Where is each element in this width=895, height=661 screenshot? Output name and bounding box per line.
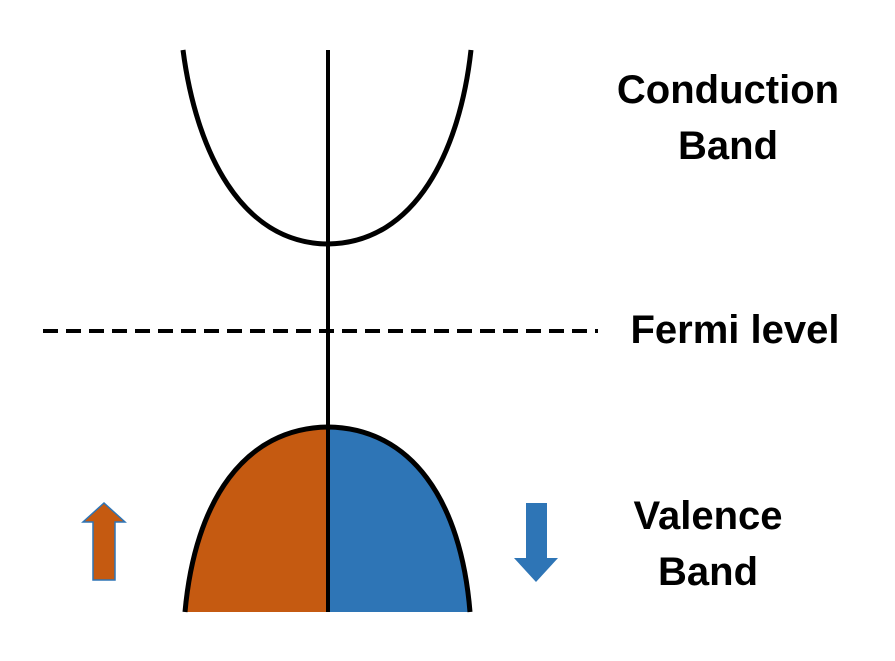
valence-band-spin-down-half [328, 427, 470, 612]
conduction-band-label: Conduction Band [608, 62, 848, 174]
valence-band-label-line-2: Band [658, 550, 758, 594]
fermi-level-label: Fermi level [622, 302, 848, 358]
conduction-band-label-line-1: Conduction [616, 68, 840, 112]
conduction-band-label-line-2: Band [678, 124, 778, 168]
valence-band-label-line-1: Valence [633, 494, 783, 538]
spin-up-arrow-icon [81, 501, 127, 581]
valence-band-spin-up-half [185, 427, 328, 612]
fermi-level-label-text: Fermi level [630, 308, 840, 352]
valence-band-label: Valence Band [618, 488, 798, 600]
spin-down-arrow-icon [514, 503, 558, 582]
